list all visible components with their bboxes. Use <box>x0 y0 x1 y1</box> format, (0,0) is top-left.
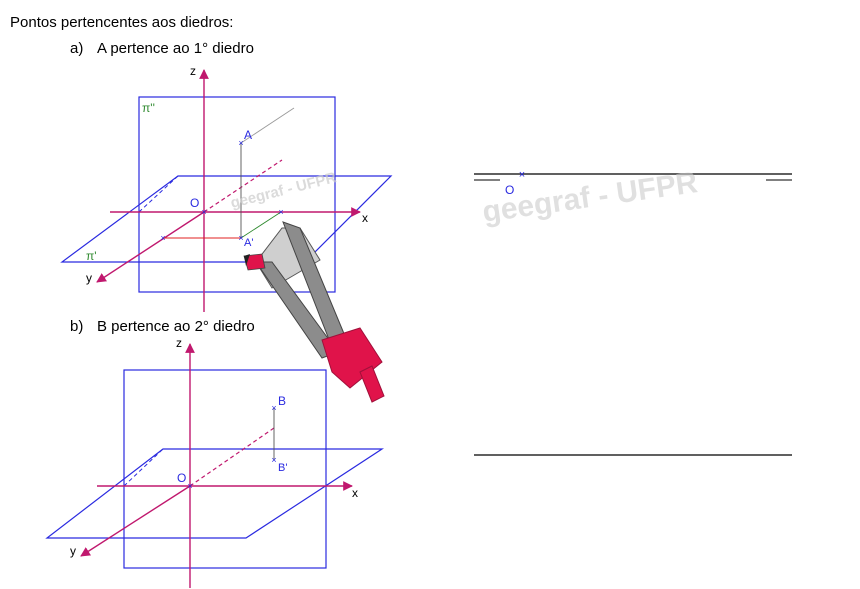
point-a-projection-label: A' <box>244 237 253 249</box>
svg-text:×: × <box>187 481 192 491</box>
subtitle-a: a) A pertence ao 1° diedro <box>70 40 254 57</box>
y-axis-a <box>96 211 205 283</box>
y-axis-label-a: y <box>86 271 92 285</box>
svg-text:×: × <box>278 207 283 217</box>
y-axis-b <box>80 485 191 557</box>
svg-text:×: × <box>271 403 276 413</box>
subtitle-a-letter: a) <box>70 40 84 57</box>
vertical-plane-b <box>123 369 327 569</box>
hidden-edge-b <box>123 448 164 487</box>
subtitle-b-text: B pertence ao 2° diedro <box>97 318 255 335</box>
watermark-epure: geegraf - UFPR <box>480 166 700 229</box>
projector-a-grey <box>240 107 295 144</box>
y-axis-label-b: y <box>70 544 76 558</box>
origin-label-a: O <box>190 196 199 210</box>
z-axis-label-b: z <box>176 336 182 350</box>
svg-text:×: × <box>201 207 206 217</box>
point-a-label: A <box>244 128 252 142</box>
page-heading: Pontos pertencentes aos diedros: <box>10 14 234 31</box>
svg-text:×: × <box>238 138 243 148</box>
diagram-a: × × × × × z x y O π'' π' A A' geegraf - … <box>60 64 393 312</box>
svg-text:×: × <box>519 169 525 181</box>
plane-h-label-a: π' <box>86 249 97 263</box>
horizontal-plane-b <box>45 448 385 539</box>
subtitle-b-letter: b) <box>70 318 84 335</box>
compass-icon <box>243 221 385 403</box>
subtitle-a-text: A pertence ao 1° diedro <box>97 40 254 57</box>
svg-text:×: × <box>160 233 165 243</box>
x-axis-label-a: x <box>362 211 368 225</box>
diagram-b: × × × z x y O B B' <box>45 336 385 588</box>
subtitle-b: b) B pertence ao 2° diedro <box>70 318 255 335</box>
plane-v-label-a: π'' <box>142 101 155 115</box>
point-b-label: B <box>278 394 286 408</box>
hidden-edge-a <box>138 175 179 213</box>
svg-text:×: × <box>271 455 276 465</box>
vertical-plane-a <box>138 96 336 293</box>
z-axis-label-a: z <box>190 64 196 78</box>
epure-origin-label: O <box>505 183 514 197</box>
epure-diagram: × O geegraf - UFPR <box>474 166 792 456</box>
projector-a-green <box>240 211 282 239</box>
horizontal-plane-a <box>60 175 393 263</box>
x-axis-label-b: x <box>352 486 358 500</box>
svg-text:×: × <box>238 233 243 243</box>
point-b-projection-label: B' <box>278 462 287 474</box>
origin-label-b: O <box>177 471 186 485</box>
